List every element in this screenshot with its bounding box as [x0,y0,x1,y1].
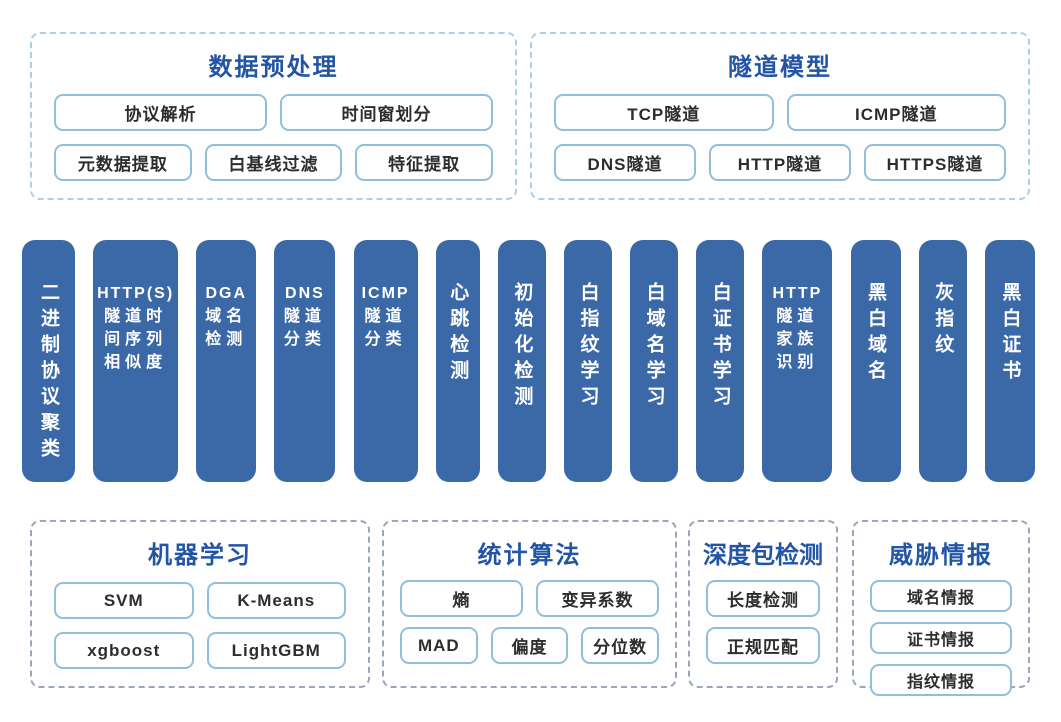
diagram-node-chip: DNS隧道 [554,144,696,181]
diagram-node-chip: HTTP隧道 [709,144,851,181]
diagram-node-chip: 熵 [400,580,523,617]
bar-text-line: HTTP [772,285,823,302]
diagram-node-chip: MAD [400,627,478,664]
box-deep-packet-inspection: 深度包检测 长度检测正规匹配 [688,520,838,688]
bar-text-line: DNS [285,285,325,302]
detection-bar: 黑白域名 [850,240,901,482]
chip-row: MAD 偏度分位数 [400,627,660,664]
diagram-node-chip: 指纹情报 [870,664,1012,696]
box-title-tunnel-model: 隧道模型 [728,54,832,81]
detection-bar: 心跳检测 [435,240,480,482]
chip-row: 协议解析时间窗划分 [54,94,493,131]
detection-bar: DNS 隧道分类 [274,240,336,482]
bar-text-line: 隧道 [364,308,407,325]
detection-bar: HTTP 隧道家族识别 [762,240,833,482]
diagram-node-chip: ICMP隧道 [786,94,1006,131]
detection-bar: HTTP(S) 隧道时间序列相似度 [93,240,179,482]
bar-vertical-label: 心跳检测 [447,282,469,386]
diagram-node-chip: 白基线过滤 [204,144,343,181]
box-title-data-preprocessing: 数据预处理 [208,54,339,81]
chip-row: 正规匹配 [706,627,820,664]
detection-bar: 二进制协议聚类 [22,240,75,482]
diagram-node-chip: xgboost [54,632,194,669]
bar-text-line: 隧道 [776,308,819,325]
bar-text-line: 域名 [205,308,248,325]
bar-text-line: HTTP(S) [97,285,175,302]
bar-text-line: 隧道时 [104,308,168,325]
detection-bar: 初始化检测 [497,240,546,482]
chip-row: 指纹情报 [870,664,1012,696]
box-title-deep-packet-inspection: 深度包检测 [703,542,823,569]
bar-text-line: 分类 [364,331,407,348]
diagram-node-chip: 长度检测 [706,580,820,617]
chip-row: DNS隧道 HTTP隧道 HTTPS隧道 [554,144,1006,181]
bar-text-line: ICMP [361,285,410,302]
detection-bar: 灰指纹 [918,240,967,482]
diagram-node-chip: 特征提取 [355,144,494,181]
diagram-node-chip: 时间窗划分 [280,94,493,131]
diagram-node-chip: 协议解析 [54,94,267,131]
diagram-node-chip: LightGBM [206,632,346,669]
box-title-machine-learning: 机器学习 [148,542,252,569]
diagram-node-chip: HTTPS隧道 [864,144,1006,181]
detection-bar: 白域名学习 [630,240,679,482]
chip-row: 熵变异系数 [400,580,659,617]
diagram-node-chip: K-Means [206,582,346,619]
box-rows: TCP隧道 ICMP隧道 DNS隧道 HTTP隧道 HTTPS隧道 [532,82,1028,181]
diagram-node-chip: 变异系数 [536,580,659,617]
detection-bar: 白指纹学习 [563,240,612,482]
chip-row: SVM K-Means [54,582,346,619]
chip-row: 域名情报 [870,580,1012,612]
box-title-statistical-algorithms: 统计算法 [477,542,582,569]
bar-vertical-label: 白域名学习 [643,282,665,412]
bar-vertical-label: 灰指纹 [932,282,954,360]
box-machine-learning: 机器学习 SVM K-Means xgboost LightGBM [30,520,370,688]
box-tunnel-model: 隧道模型 TCP隧道 ICMP隧道 DNS隧道 HTTP隧道 HTTPS隧道 [530,32,1030,200]
diagram-node-chip: 元数据提取 [54,144,192,181]
bar-vertical-label: 二进制协议聚类 [38,282,59,464]
bar-text-line: 相似度 [104,354,168,371]
chip-row: 元数据提取白基线过滤特征提取 [54,144,494,181]
box-rows: 熵变异系数 MAD 偏度分位数 [384,570,675,664]
detection-bar: 白证书学习 [696,240,745,482]
bar-vertical-label: 初始化检测 [511,282,533,412]
bar-text-line: 检测 [205,331,248,348]
bar-text-line: 间序列 [104,331,168,348]
diagram-node-chip: TCP隧道 [554,94,774,131]
diagram-node-chip: 偏度 [490,627,569,664]
box-rows: 长度检测正规匹配 [690,570,836,664]
bar-vertical-label: 白指纹学习 [577,282,599,412]
chip-row: 长度检测 [706,580,820,617]
bar-text-line: DGA [205,285,248,302]
chip-row: TCP隧道 ICMP隧道 [554,94,1006,131]
diagram-node-chip: 域名情报 [870,580,1012,612]
box-rows: 协议解析时间窗划分元数据提取白基线过滤特征提取 [32,82,515,181]
bar-vertical-label: 黑白域名 [865,282,887,386]
detection-bar: 黑白证书 [984,240,1035,482]
bar-text-line: 分类 [283,331,326,348]
bar-text-line: 家族 [776,331,819,348]
detection-bar: ICMP 隧道分类 [353,240,418,482]
diagram-node-chip: SVM [54,582,194,619]
diagram-node-chip: 分位数 [581,627,660,664]
diagram-node-chip: 证书情报 [870,622,1012,654]
chip-row: 证书情报 [870,622,1012,654]
bar-vertical-label: 黑白证书 [999,282,1021,386]
diagram-node-chip: 正规匹配 [706,627,820,664]
box-title-threat-intelligence: 威胁情报 [889,542,993,569]
bar-vertical-label: 白证书学习 [709,282,731,412]
box-statistical-algorithms: 统计算法 熵变异系数 MAD 偏度分位数 [382,520,677,688]
detection-bar: DGA 域名检测 [196,240,257,482]
box-rows: 域名情报证书情报指纹情报 [854,570,1028,696]
box-rows: SVM K-Means xgboost LightGBM [32,570,368,669]
bar-text-line: 识别 [776,354,819,371]
box-data-preprocessing: 数据预处理 协议解析时间窗划分元数据提取白基线过滤特征提取 [30,32,517,200]
chip-row: xgboost LightGBM [54,632,346,669]
bar-text-line: 隧道 [283,308,326,325]
box-threat-intelligence: 威胁情报 域名情报证书情报指纹情报 [852,520,1030,696]
